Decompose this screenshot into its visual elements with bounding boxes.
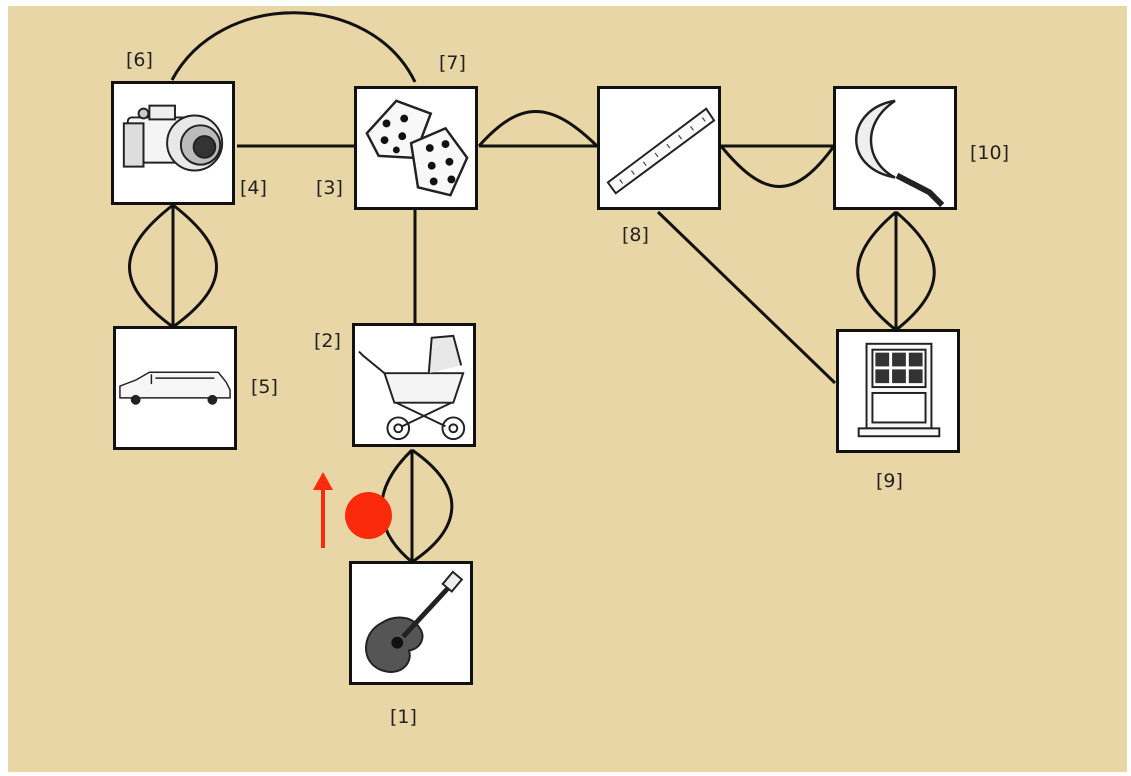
sickle-node[interactable] <box>833 86 957 210</box>
path-4-5-right <box>172 203 218 329</box>
path-2-1-right <box>411 448 454 564</box>
path-8-10-dip <box>719 145 836 188</box>
baby-stroller-icon <box>358 334 466 441</box>
node-label-2: [2] <box>314 330 341 352</box>
camera-node[interactable] <box>111 81 235 205</box>
path-6-7 <box>170 11 417 83</box>
window-node[interactable] <box>836 329 960 453</box>
up-arrow-icon <box>313 472 333 548</box>
window-icon <box>857 342 941 438</box>
node-label-4: [4] <box>240 177 267 199</box>
path-8-9 <box>656 210 837 385</box>
path-4-5-left <box>128 203 174 329</box>
guitar-node[interactable] <box>349 561 473 685</box>
sickle-icon <box>855 99 945 207</box>
node-label-8: [8] <box>622 224 649 246</box>
stroller-node[interactable] <box>352 323 476 447</box>
path-3-8-wave <box>477 110 599 148</box>
camera-icon <box>122 104 224 172</box>
limousine-node[interactable] <box>113 326 237 450</box>
dice-icon <box>365 99 469 197</box>
player-marker <box>345 492 392 539</box>
label-7: [7] <box>439 52 466 74</box>
node-label-9: [9] <box>876 470 903 492</box>
node-label-5: [5] <box>251 376 278 398</box>
guitar-icon <box>365 570 464 673</box>
ruler-node[interactable] <box>597 86 721 210</box>
ruler-icon <box>606 107 716 195</box>
node-label-3: [3] <box>316 177 343 199</box>
dice-node[interactable] <box>354 86 478 210</box>
path-10-9-right <box>895 210 936 332</box>
node-label-10: [10] <box>970 142 1010 164</box>
label-6: [6] <box>126 49 153 71</box>
node-label-1: [1] <box>390 706 417 728</box>
path-10-9-left <box>856 210 897 332</box>
limousine-icon <box>119 371 231 405</box>
